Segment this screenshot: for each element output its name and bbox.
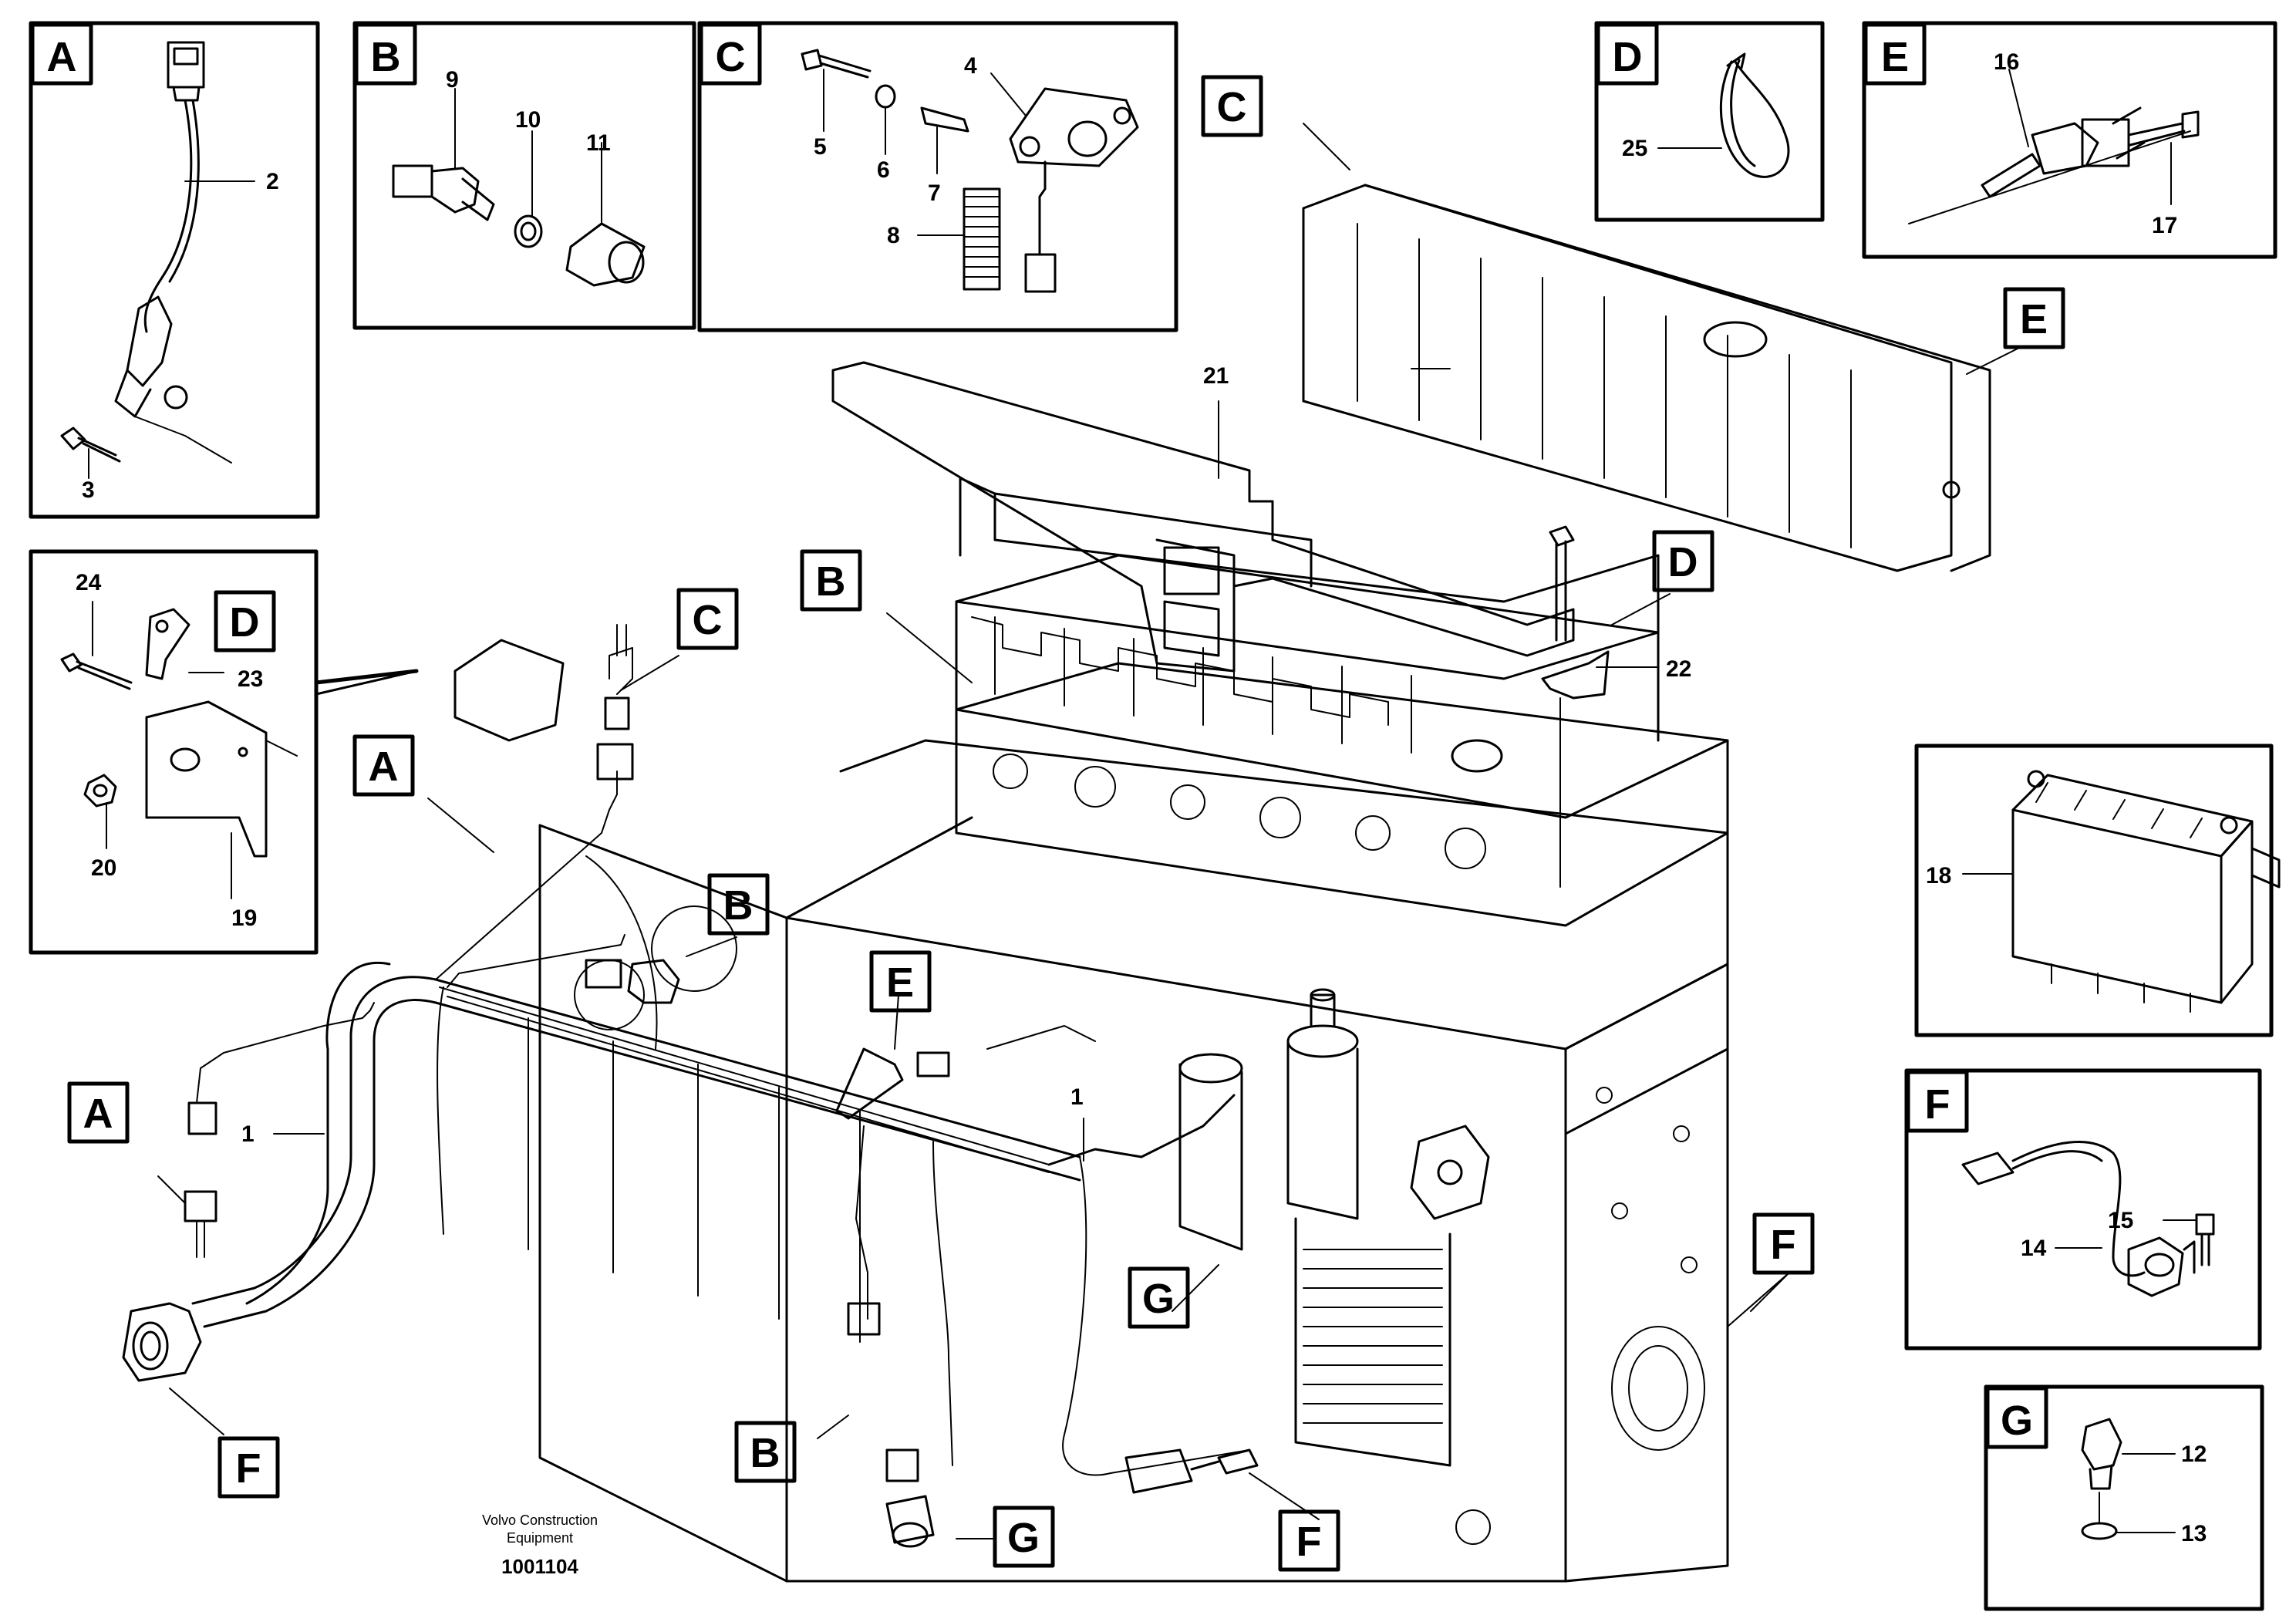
part-number-5: 5 [814,134,827,160]
callout-letter-c: C [693,597,723,643]
inset-panel-c [697,21,1178,332]
part-number-18: 18 [1926,863,1951,889]
part-number-25: 25 [1622,136,1647,161]
callout-letter-e: E [2020,296,2048,342]
part-number-17: 17 [2152,213,2177,238]
part-number-10: 10 [515,107,541,133]
part-number-9: 9 [446,67,459,93]
inset-panel-d [1594,21,1825,222]
intake-manifold [1302,184,1991,572]
part-number-22: 22 [1666,656,1691,682]
callout-letter-e: E [886,959,914,1006]
part-number-16: 16 [1994,49,2019,75]
callout-letter-d: D [230,599,260,646]
part-number-13: 13 [2181,1521,2207,1546]
inset-panel-b [352,21,696,330]
callout-letter-b: B [723,882,754,929]
footer-brand-line1: Volvo Construction [482,1512,598,1528]
callout-letters: C E B C A D B E A G F B G F F D [83,84,2048,1565]
inset-letter-d: D [1613,34,1643,80]
inset-letters: A B C D E F G [47,34,2034,1444]
callout-letter-d: D [1668,539,1698,585]
inset-panel-g [1984,1384,2264,1611]
footer-brand-line2: Equipment [507,1530,573,1546]
callout-letter-f: F [1771,1222,1796,1268]
part-number-11: 11 [586,130,611,156]
callout-letter-c: C [1217,84,1247,130]
footer-credit: Volvo Construction Equipment 1001104 [482,1512,598,1578]
callout-letter-f: F [236,1445,261,1492]
bolt-22 [1541,525,1610,888]
inset-letter-a: A [47,34,77,80]
part-number-23: 23 [238,666,263,692]
inset-letter-f: F [1925,1081,1950,1128]
part-number-19: 19 [231,905,257,931]
part-numbers: 2 3 9 10 11 4 5 6 7 8 25 16 17 21 22 24 … [76,49,2207,1546]
part-number-7: 7 [928,180,941,206]
engine-block [453,477,1729,1583]
inset-letter-b: B [371,34,401,80]
part-number-21: 21 [1203,363,1229,389]
part-number-20: 20 [91,855,116,881]
callout-letter-b: B [816,558,846,605]
part-number-12: 12 [2181,1442,2207,1467]
part-number-1: 1 [241,1121,255,1147]
part-number-15: 15 [2108,1208,2133,1233]
inset-panel-e [1862,21,2277,259]
drawing-number: 1001104 [501,1555,578,1578]
callout-letter-g: G [1007,1515,1040,1561]
inset-panel-a [29,21,320,519]
callout-boxes [67,75,2065,1572]
inset-panel-bracket [29,549,419,955]
part-number-6: 6 [877,157,890,183]
heat-shield [831,361,1575,673]
callout-letter-g: G [1142,1276,1175,1322]
part-number-3: 3 [82,477,95,503]
callout-letter-b: B [750,1430,781,1476]
callout-letter-a: A [369,744,399,790]
inset-panel-control-unit [1914,744,2281,1037]
part-number-8: 8 [887,223,900,248]
inset-letter-c: C [716,34,746,80]
callout-letter-f: F [1296,1519,1322,1565]
part-number-24: 24 [76,570,102,595]
callout-leaders [157,123,2021,1539]
callout-letter-a: A [83,1091,113,1137]
inset-letter-g: G [2001,1398,2033,1444]
part-number-4: 4 [964,53,977,79]
part-number-14: 14 [2021,1236,2047,1261]
part-number-1: 1 [1070,1084,1084,1110]
part-number-2: 2 [266,169,279,194]
wiring-harness [122,624,1259,1548]
inset-letter-e: E [1881,34,1909,80]
inset-panel-f [1904,1068,2262,1351]
